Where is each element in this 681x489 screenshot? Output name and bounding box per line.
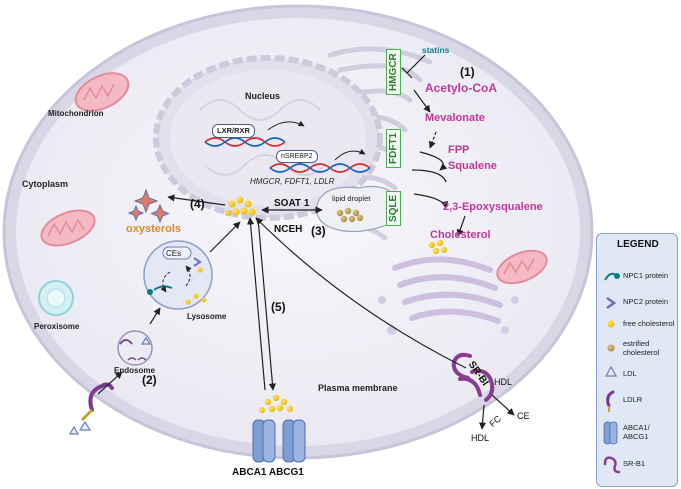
- hdl-bottom-label: HDL: [471, 433, 490, 443]
- oxysterol-stars: [127, 188, 170, 224]
- endosome-shape: [117, 330, 153, 366]
- legend-title: LEGEND: [617, 239, 659, 250]
- pathway-arrows: [97, 89, 515, 430]
- free-cholesterol-icon: [607, 320, 615, 328]
- dna-helix-lxr: [204, 137, 286, 147]
- statin-inhibition: [401, 54, 426, 79]
- statins-label: statins: [422, 45, 450, 55]
- oxysterols-label: oxysterols: [126, 223, 182, 235]
- cholesterol-product-cluster: [428, 239, 447, 255]
- metabolite-squalene: Squalene: [448, 160, 497, 172]
- step-1: (1): [460, 65, 475, 79]
- mitochondrion-label: Mitochondrion: [48, 109, 104, 118]
- lysosome-shape: [143, 240, 213, 310]
- ldl-icon: [604, 365, 618, 377]
- npc2-icon: [606, 296, 617, 310]
- legend-item-free-cholesterol: free cholesterol: [623, 319, 675, 328]
- nceh-label: NCEH: [274, 224, 303, 235]
- lipid-droplet-shape: [316, 185, 400, 233]
- metabolite-acetyl-coa: Acetylo-CoA: [425, 81, 498, 95]
- golgi-apparatus: [392, 256, 503, 324]
- ces-label: CEs: [166, 249, 182, 258]
- step-3: (3): [311, 224, 326, 238]
- step-2: (2): [142, 373, 157, 387]
- nsrebp2-box: nSREBP2: [276, 150, 318, 163]
- metabolite-fpp: FPP: [448, 144, 470, 156]
- metabolite-cholesterol: Cholesterol: [430, 229, 491, 241]
- cytoplasm-label: Cytoplasm: [22, 179, 69, 189]
- lxr-activation-arrow: [267, 120, 305, 131]
- legend-item-ldl: LDL: [623, 369, 637, 378]
- legend-icons: [603, 272, 621, 474]
- peroxisome-shape: [38, 280, 74, 316]
- dna-helix-srebp: [269, 163, 371, 173]
- abca1-abcg1-icon: [603, 421, 618, 445]
- hdl-top-label: HDL: [494, 377, 513, 387]
- soat1-label: SOAT 1: [274, 198, 310, 209]
- legend-item-ldlr: LDLR: [623, 395, 643, 404]
- enzyme-fdft1: FDFT1: [386, 128, 401, 168]
- esterified-cholesterol-icon: [607, 344, 615, 352]
- free-cholesterol-cluster: [225, 196, 256, 216]
- target-genes-label: HMGCR, FDFT1, LDLR: [250, 177, 335, 186]
- nucleus-label: Nucleus: [245, 91, 281, 101]
- plasma-membrane-label: Plasma membrane: [318, 383, 398, 393]
- metabolite-mevalonate: Mevalonate: [425, 112, 485, 124]
- enzyme-sqle: SQLE: [386, 190, 401, 226]
- mitochondrion-top: [74, 72, 130, 112]
- mitochondrion-right: [496, 249, 548, 285]
- endosome-label: Endosome: [114, 366, 155, 375]
- legend-item-abca1-abcg1: ABCA1/ ABCG1: [623, 423, 650, 441]
- lipid-droplet-label: lipid droplet: [332, 194, 371, 203]
- exported-cholesterol-cluster: [259, 394, 293, 413]
- step-4: (4): [190, 197, 205, 211]
- lxr-rxr-box: LXR/RXR: [212, 124, 255, 138]
- ldl-particles: [68, 420, 92, 435]
- transporters-label: ABCA1 ABCG1: [232, 467, 304, 478]
- abca1-abcg1-transporters: [252, 419, 306, 463]
- lysosome-label: Lysosome: [187, 312, 227, 321]
- ce-label: CE: [517, 411, 530, 421]
- peroxisome-label: Peroxisome: [34, 322, 80, 331]
- enzyme-hmgcr: HMGCR: [386, 49, 401, 95]
- srebp-activation-arrow: [334, 148, 366, 161]
- legend-panel: LEGEND NPC1 protein NPC2 protein free ch…: [596, 233, 678, 487]
- legend-item-sr-b1: SR-B1: [623, 459, 646, 468]
- legend-item-npc1: NPC1 protein: [623, 271, 669, 280]
- sr-b1-icon: [603, 456, 621, 474]
- mitochondrion-left: [40, 209, 96, 247]
- ldlr-icon: [606, 390, 615, 412]
- metabolite-epoxysqualene: 2,3-Epoxysqualene: [443, 201, 543, 213]
- legend-item-npc2: NPC2 protein: [623, 297, 669, 306]
- step-5: (5): [271, 300, 286, 314]
- legend-item-esterified-cholesterol: estrified cholesterol: [623, 339, 660, 357]
- npc1-icon: [604, 272, 620, 281]
